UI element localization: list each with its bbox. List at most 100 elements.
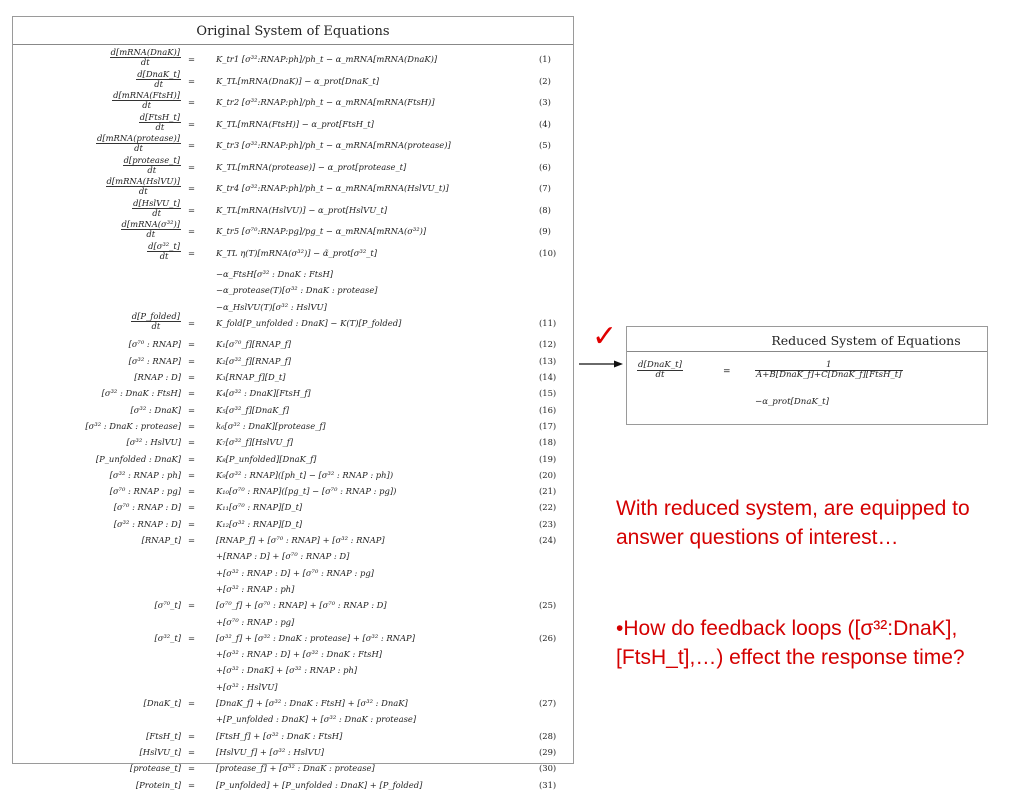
equation-rhs: K_tr1 [σ³²:RNAP:ph]/ph_t − α_mRNA[mRNA(D… (216, 54, 438, 64)
equation-number: (18) (539, 437, 557, 448)
lhs-denominator: dt (151, 320, 161, 331)
equation-row: [σ³² : DnaK]=K₅[σ³²_f][DnaK_f](16) (13, 404, 573, 416)
equation-lhs: d[mRNA(DnaK)]dt (109, 48, 181, 67)
equation-row: [protease_t]=[protease_f] + [σ³² : DnaK … (13, 762, 573, 774)
equation-number: (6) (539, 161, 551, 172)
lhs-numerator: d[σ³²_t] (147, 240, 181, 252)
equals-sign: = (188, 404, 196, 415)
equation-rhs: K_TL η(T)[mRNA(σ³²)] − α̃_prot[σ³²_t] (216, 247, 377, 258)
lhs-denominator: dt (159, 250, 169, 261)
lhs-denominator: dt (140, 57, 150, 67)
equation-row: [σ³² : RNAP]=K₂[σ³²_f][RNAP_f](13) (13, 355, 573, 367)
equation-rhs: K₁₂[σ³² : RNAP][D_t] (216, 518, 303, 529)
equation-number: (2) (539, 75, 551, 86)
equation-rhs: [FtsH_f] + [σ³² : DnaK : FtsH] (216, 730, 343, 741)
lhs-numerator: d[DnaK_t] (136, 68, 181, 80)
equation-rhs: [σ³²_f] + [σ³² : DnaK : protease] + [σ³²… (216, 632, 415, 643)
equation-lhs: d[HslVU_t]dt (132, 198, 181, 218)
equation-rhs: K₄[σ³² : DnaK][FtsH_f] (216, 388, 311, 399)
lhs-denominator: dt (138, 186, 148, 196)
equation-number: (10) (539, 247, 557, 258)
equals-sign: = (188, 226, 196, 236)
equation-row: d[P_folded]dt = K_fold[P_unfolded : DnaK] … (13, 311, 573, 330)
commentary-paragraph: With reduced system, are equipped to ans… (616, 497, 970, 549)
equation-number: (31) (539, 779, 557, 790)
equation-rhs: +[σ³² : RNAP : D] + [σ³² : DnaK : FtsH] (216, 649, 383, 660)
reduced-lhs: d[DnaK_t]dt (637, 361, 683, 380)
equation-row: [σ³² : RNAP : ph]=K₉[σ³² : RNAP]([ph_t] … (13, 469, 573, 481)
equation-lhs: [σ³² : RNAP : D] (113, 518, 181, 529)
equation-lhs: d[mRNA(HslVU)]dt (105, 176, 181, 196)
lhs-denominator: dt (155, 121, 165, 132)
equals-sign: = (188, 161, 196, 172)
equation-rhs: +[RNAP : D] + [σ⁷⁰ : RNAP : D] (216, 551, 350, 562)
reduced-system-title: Reduced System of Equations (771, 333, 961, 348)
equation-lhs: [σ⁷⁰ : RNAP] (128, 339, 181, 350)
equation-row: [σ⁷⁰_t]=[σ⁷⁰_f] + [σ⁷⁰ : RNAP] + [σ⁷⁰ : … (13, 599, 573, 611)
equation-lhs: [FtsH_t] (146, 730, 181, 741)
equation-rhs: +[σ³² : DnaK] + [σ³² : RNAP : ph] (216, 665, 358, 676)
equation-number: (17) (539, 420, 557, 431)
reduced-title-divider (627, 351, 987, 352)
reduced-equals-sign: = (723, 367, 731, 377)
lhs-numerator: d[protease_t] (122, 154, 181, 166)
reduced-system-panel: Reduced System of Equations d[DnaK_t]dt … (626, 326, 988, 425)
reduced-lhs-denominator: dt (655, 370, 665, 380)
equation-lhs: d[DnaK_t]dt (136, 68, 181, 89)
equals-sign: = (188, 600, 196, 611)
equation-row: [HslVU_t]=[HslVU_f] + [σ³² : HslVU](29) (13, 746, 573, 758)
equation-row: [σ⁷⁰ : RNAP : pg]=K₁₀[σ⁷⁰ : RNAP]([pg_t]… (13, 485, 573, 497)
equation-number: (25) (539, 600, 557, 611)
equation-lhs: [P_unfolded : DnaK] (95, 453, 181, 464)
equation-row: +[RNAP : D] + [σ⁷⁰ : RNAP : D] (13, 550, 573, 562)
equation-rhs: K₁₀[σ⁷⁰ : RNAP]([pg_t] − [σ⁷⁰ : RNAP : p… (216, 486, 397, 497)
equation-number: (22) (539, 502, 557, 513)
equation-lhs: [σ³² : DnaK] (130, 404, 181, 415)
equation-row: d[HslVU_t]dt=K_TL[mRNA(HslVU)] − α_prot[… (13, 198, 573, 217)
equation-row: [RNAP : D]=K₃[RNAP_f][D_t](14) (13, 371, 573, 383)
equals-sign: = (188, 355, 196, 366)
equation-row: +[σ³² : DnaK] + [σ³² : RNAP : ph] (13, 664, 573, 676)
equation-rhs: K₈[P_unfolded][DnaK_f] (216, 453, 317, 464)
equals-sign: = (188, 317, 196, 328)
equation-number: (14) (539, 372, 557, 382)
equation-lhs: [σ³²_t] (154, 632, 181, 643)
equation-row: d[mRNA(σ³²)]dt=K_tr5 [σ⁷⁰:RNAP:pg]/pg_t … (13, 220, 573, 239)
equation-rhs: K₁[σ⁷⁰_f][RNAP_f] (216, 339, 292, 350)
equation-rhs: +[P_unfolded : DnaK] + [σ³² : DnaK : pro… (216, 714, 417, 725)
lhs-numerator: d[mRNA(FtsH)] (112, 90, 181, 101)
equation-lhs: d[P_folded]dt (130, 311, 181, 331)
equals-sign: = (188, 437, 196, 448)
equation-lhs: d[protease_t]dt (122, 154, 181, 175)
equation-number: (26) (539, 632, 557, 643)
equals-sign: = (188, 247, 196, 258)
equation-row: −α_protease(T)[σ³² : DnaK : protease] (13, 284, 573, 296)
equation-rhs: +[σ³² : RNAP : D] + [σ⁷⁰ : RNAP : pg] (216, 567, 374, 578)
equation-rhs: K₁₁[σ⁷⁰ : RNAP][D_t] (216, 502, 303, 513)
lhs-numerator: d[mRNA(HslVU)] (105, 176, 181, 187)
equation-row: d[DnaK_t]dt=K_TL[mRNA(DnaK)] − α_prot[Dn… (13, 69, 573, 88)
equation-lhs: [σ³² : DnaK : protease] (85, 420, 181, 431)
equation-row: d[mRNA(FtsH)]dt=K_tr2 [σ³²:RNAP:ph]/ph_t… (13, 91, 573, 110)
equation-row: [DnaK_t]=[DnaK_f] + [σ³² : DnaK : FtsH] … (13, 697, 573, 709)
equation-lhs: [RNAP_t] (141, 535, 181, 545)
equation-number: (12) (539, 339, 557, 350)
equals-sign: = (188, 420, 196, 431)
equation-row: [σ⁷⁰ : RNAP : D]=K₁₁[σ⁷⁰ : RNAP][D_t](22… (13, 501, 573, 513)
equation-lhs: [σ⁷⁰ : RNAP : D] (113, 502, 181, 513)
equation-lhs: [σ³² : RNAP] (128, 355, 181, 366)
equation-number: (24) (539, 535, 557, 545)
equation-rhs: K_fold[P_unfolded : DnaK] − K(T)[P_folde… (216, 317, 402, 328)
reduced-rhs-numerator: 1 (755, 361, 903, 371)
equals-sign: = (188, 746, 196, 757)
equals-sign: = (188, 763, 196, 774)
title-divider (13, 44, 573, 45)
equation-row: d[mRNA(protease)]dt=K_tr3 [σ³²:RNAP:ph]/… (13, 134, 573, 153)
equation-number: (13) (539, 355, 557, 366)
equation-rhs: −α_protease(T)[σ³² : DnaK : protease] (216, 285, 378, 296)
equals-sign: = (188, 183, 196, 193)
equation-rhs: [protease_f] + [σ³² : DnaK : protease] (216, 763, 375, 774)
equation-row: −α_HslVU(T)[σ³² : HslVU] (13, 301, 573, 313)
equation-number: (8) (539, 204, 551, 215)
